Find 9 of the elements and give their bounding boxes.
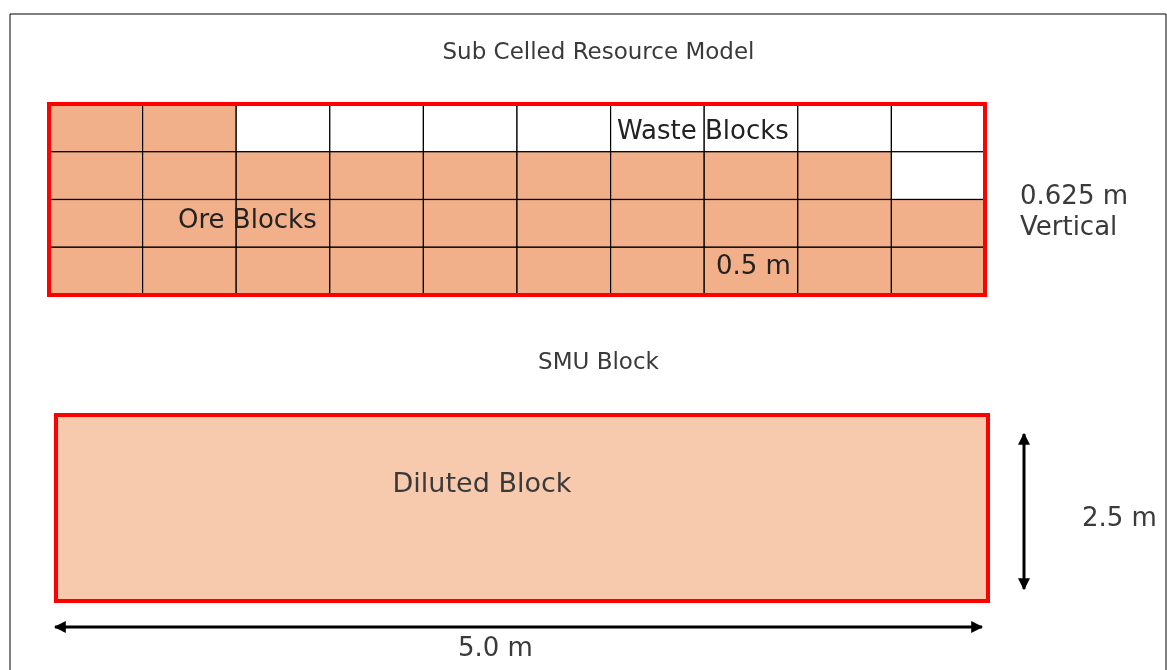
- dimension-label: 2.5 m: [1082, 502, 1157, 534]
- diagram-title: Sub Celled Resource Model: [441, 38, 756, 66]
- smu-block: [54, 413, 990, 603]
- dimension-label: 0.625 m Vertical: [1020, 180, 1130, 243]
- dimension-label: 0.5 m: [716, 250, 791, 282]
- section-label: SMU Block: [537, 348, 660, 376]
- dimension-label: 5.0 m: [458, 632, 533, 664]
- region-label: Waste Blocks: [617, 115, 789, 147]
- block-label: Diluted Block: [391, 467, 573, 500]
